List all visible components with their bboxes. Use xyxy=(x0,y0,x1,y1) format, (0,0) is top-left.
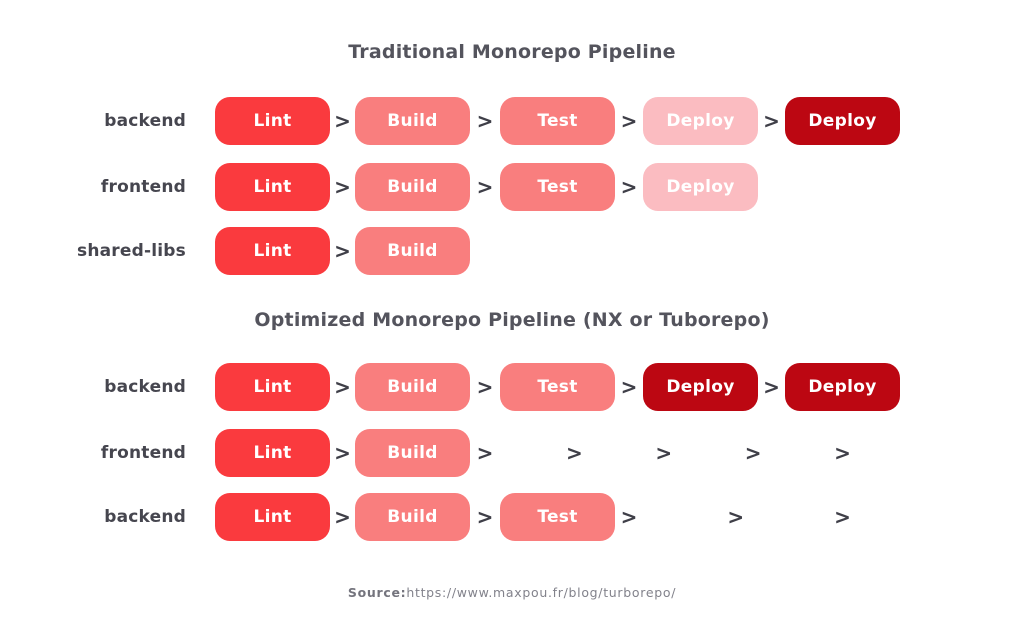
source-url: https://www.maxpou.fr/blog/turborepo/ xyxy=(406,585,677,600)
chevron-right-icon: > xyxy=(727,505,745,529)
chevron-right-icon: > xyxy=(476,109,494,133)
chevron-right-icon: > xyxy=(476,441,494,465)
source-label: Source: xyxy=(347,585,407,600)
pill-lint: Lint xyxy=(215,227,330,275)
pill-test: Test xyxy=(500,163,615,211)
chevron-right-icon: > xyxy=(334,441,351,465)
chevron-right-icon: > xyxy=(565,441,583,465)
chevron-right-icon: > xyxy=(334,505,351,529)
pill-deploy: Deploy xyxy=(643,363,758,411)
pill-build: Build xyxy=(355,429,470,477)
row-label-shared-libs: shared-libs xyxy=(77,241,186,261)
chevron-right-icon: > xyxy=(763,109,780,133)
pill-build: Build xyxy=(355,493,470,541)
row-label-backend: backend xyxy=(104,377,186,397)
row-label-backend: backend xyxy=(104,507,186,527)
chevron-right-icon: > xyxy=(334,239,351,263)
pill-lint: Lint xyxy=(215,163,330,211)
chevron-right-icon: > xyxy=(834,505,851,529)
chevron-right-icon: > xyxy=(620,375,638,399)
row-label-frontend: frontend xyxy=(100,443,186,463)
chevron-right-icon: > xyxy=(744,441,762,465)
pill-build: Build xyxy=(355,363,470,411)
pill-test: Test xyxy=(500,493,615,541)
chevron-right-icon: > xyxy=(620,109,638,133)
pill-build: Build xyxy=(355,227,470,275)
chevron-right-icon: > xyxy=(476,505,494,529)
chevron-right-icon: > xyxy=(334,375,351,399)
pill-build: Build xyxy=(355,97,470,145)
pill-deploy: Deploy xyxy=(643,163,758,211)
row-label-backend: backend xyxy=(104,111,186,131)
pill-test: Test xyxy=(500,97,615,145)
pill-lint: Lint xyxy=(215,363,330,411)
pill-lint: Lint xyxy=(215,493,330,541)
chevron-right-icon: > xyxy=(620,505,638,529)
row-label-frontend: frontend xyxy=(100,177,186,197)
chevron-right-icon: > xyxy=(655,441,673,465)
chevron-right-icon: > xyxy=(763,375,780,399)
chevron-right-icon: > xyxy=(334,109,351,133)
pill-deploy: Deploy xyxy=(785,97,900,145)
chevron-right-icon: > xyxy=(834,441,851,465)
pill-test: Test xyxy=(500,363,615,411)
pill-lint: Lint xyxy=(215,97,330,145)
pill-deploy: Deploy xyxy=(643,97,758,145)
pill-lint: Lint xyxy=(215,429,330,477)
chevron-right-icon: > xyxy=(620,175,638,199)
source-caption: Source:https://www.maxpou.fr/blog/turbor… xyxy=(0,585,1024,600)
pill-deploy: Deploy xyxy=(785,363,900,411)
pill-build: Build xyxy=(355,163,470,211)
chevron-right-icon: > xyxy=(334,175,351,199)
chevron-right-icon: > xyxy=(476,375,494,399)
section-title-optimized: Optimized Monorepo Pipeline (NX or Tubor… xyxy=(254,309,770,331)
section-title-traditional: Traditional Monorepo Pipeline xyxy=(348,41,676,63)
chevron-right-icon: > xyxy=(476,175,494,199)
